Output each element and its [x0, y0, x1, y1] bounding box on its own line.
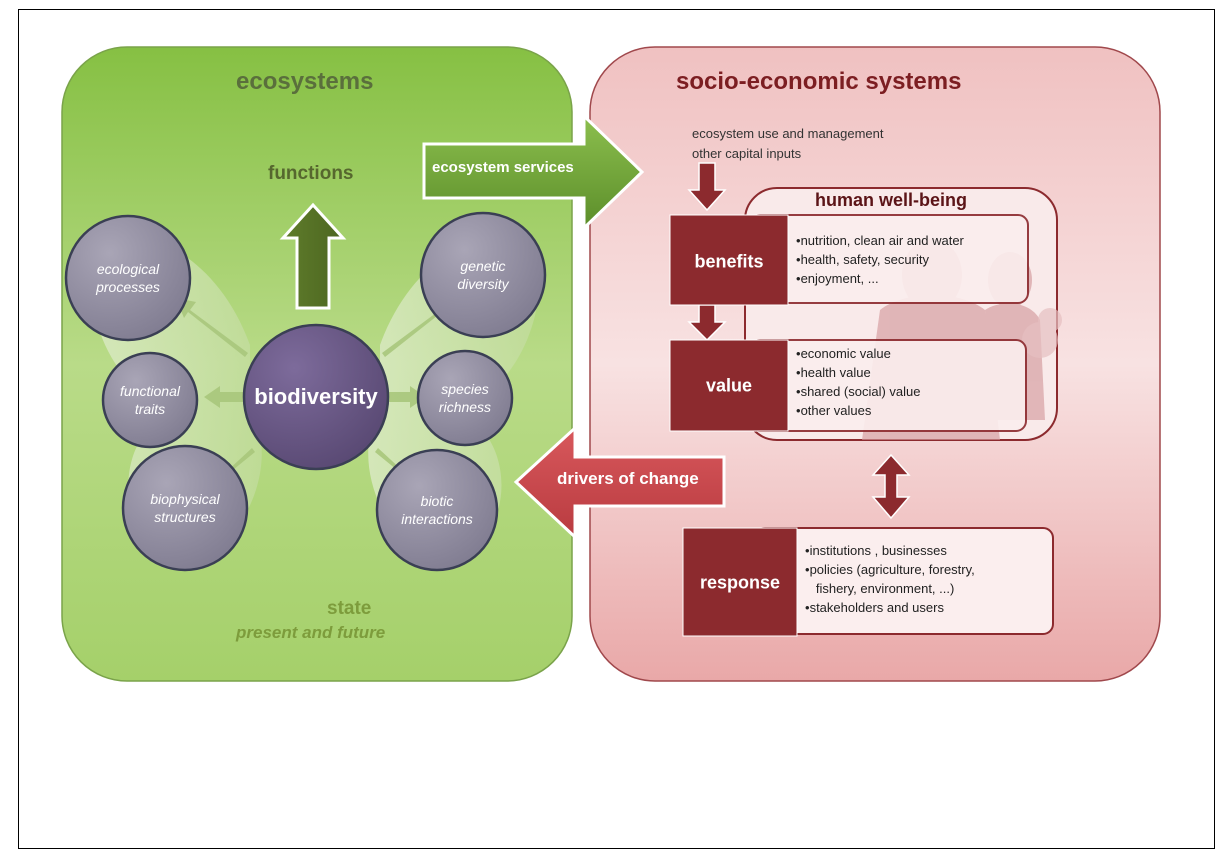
- inputs-line-1: ecosystem use and management: [692, 126, 884, 141]
- value-response-arrow: [871, 453, 911, 520]
- list-item: enjoyment, ...: [796, 269, 964, 288]
- list-item: shared (social) value: [796, 382, 921, 401]
- state-label: state: [327, 598, 372, 619]
- list-item: institutions , businesses: [805, 541, 975, 560]
- figure-frame: [18, 9, 1215, 849]
- functional-traits-circle: [101, 351, 199, 449]
- benefits-box: [669, 214, 789, 306]
- functions-label: functions: [268, 163, 354, 184]
- functions-arrow: [279, 202, 347, 310]
- tree-silhouette: [1022, 308, 1062, 358]
- benefits-value-arrow: [687, 304, 727, 342]
- benefits-label: benefits: [694, 251, 764, 272]
- list-item: fishery, environment, ...): [815, 581, 955, 596]
- ecosystem-services-arrow: [422, 112, 645, 232]
- value-list: economic value health value shared (soci…: [796, 344, 921, 420]
- ecosystem-services-label: ecosystem services: [432, 159, 574, 176]
- list-item: nutrition, clean air and water: [796, 231, 964, 250]
- biodiversity-circle: [242, 323, 390, 471]
- list-item: policies (agriculture, forestry,: [805, 560, 975, 579]
- value-label: value: [705, 375, 753, 396]
- state-subtitle: present and future: [236, 623, 386, 642]
- human-well-being-title: human well-being: [815, 190, 968, 210]
- list-item: health, safety, security: [796, 250, 964, 269]
- socio-economic-title: socio-economic systems: [676, 68, 962, 95]
- response-list: institutions , businesses policies (agri…: [805, 541, 975, 617]
- ecological-processes-circle: [64, 214, 192, 342]
- species-richness-circle: [416, 349, 514, 447]
- biophysical-structures-circle: [121, 444, 249, 572]
- list-item: health value: [796, 363, 921, 382]
- value-box: [669, 339, 789, 432]
- drivers-of-change-arrow: [513, 424, 726, 541]
- inputs-down-arrow: [687, 162, 727, 212]
- response-box: [682, 527, 798, 637]
- list-item: other values: [796, 401, 921, 420]
- ecosystems-title: ecosystems: [236, 68, 374, 95]
- biotic-interactions-circle: [375, 448, 499, 572]
- response-label: response: [699, 572, 781, 593]
- capital-inputs-text: ecosystem use and management other capit…: [692, 124, 884, 164]
- biodiversity-label: biodiversity: [254, 384, 378, 409]
- list-item: economic value: [796, 344, 921, 363]
- genetic-diversity-circle: [419, 211, 547, 339]
- benefits-list: nutrition, clean air and water health, s…: [796, 231, 964, 288]
- inputs-line-2: other capital inputs: [692, 146, 802, 161]
- list-item: stakeholders and users: [805, 598, 975, 617]
- drivers-of-change-label: drivers of change: [557, 469, 699, 488]
